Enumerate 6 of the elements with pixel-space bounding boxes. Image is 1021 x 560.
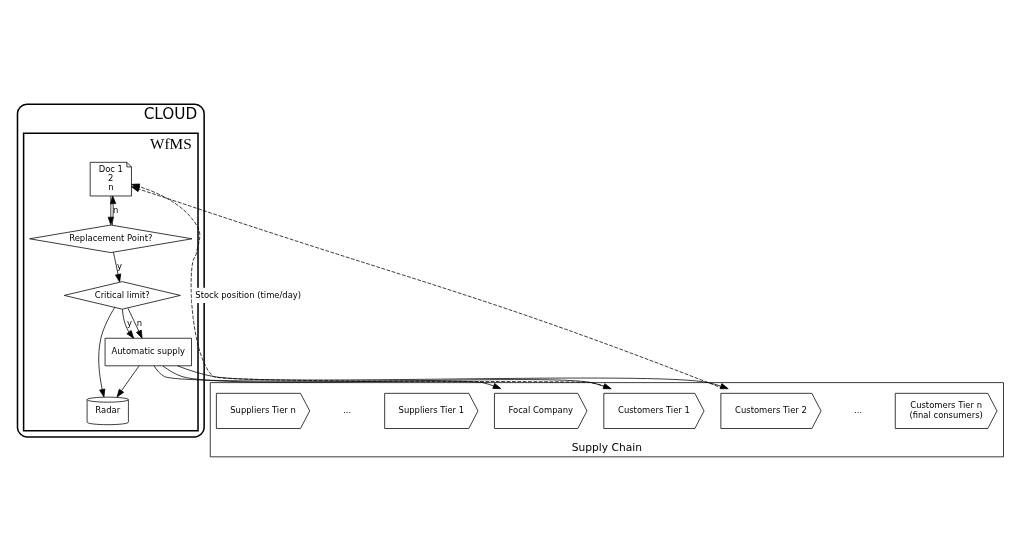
edge-label: y [127,317,133,328]
edge-label: n [136,317,143,328]
label: ... [343,404,352,415]
label: ... [854,404,863,415]
edge-label: n [113,204,119,215]
edge-label: y [117,260,123,271]
